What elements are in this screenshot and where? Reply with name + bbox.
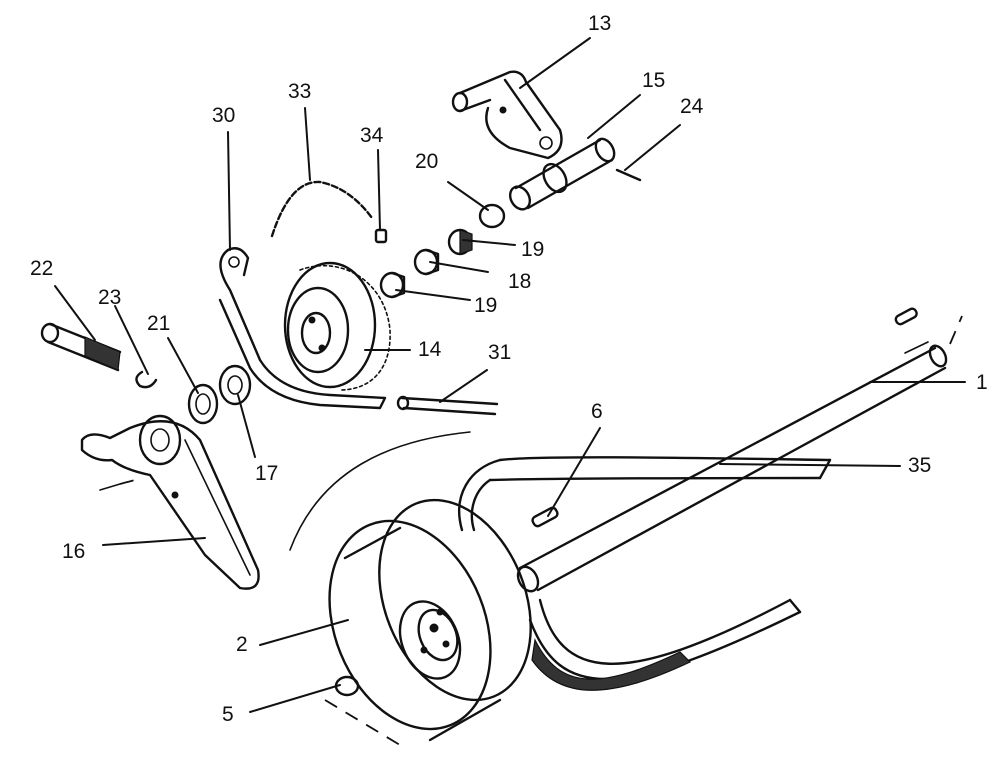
- callout-6: 6: [591, 400, 603, 423]
- spacer: [413, 248, 440, 276]
- deck-edge-curve: [289, 431, 471, 551]
- chain: [270, 180, 374, 238]
- callout-23: 23: [98, 286, 121, 309]
- callout-2: 2: [236, 633, 248, 656]
- callout-16: 16: [62, 540, 85, 563]
- spring: [40, 322, 122, 372]
- callout-1: 1: [976, 371, 988, 394]
- callout-22: 22: [30, 257, 53, 280]
- callout-31: 31: [488, 341, 511, 364]
- callout-14: 14: [418, 338, 442, 361]
- spring-hook: [135, 370, 158, 389]
- lock-washer: [218, 364, 252, 406]
- sprocket: [283, 261, 391, 391]
- wheel: [328, 498, 532, 742]
- callout-18: 18: [508, 270, 531, 293]
- callout-15: 15: [642, 69, 665, 92]
- pin-31: [396, 395, 499, 416]
- idler-arm: [80, 414, 260, 590]
- callout-35: 35: [908, 454, 931, 477]
- callout-13: 13: [588, 12, 611, 35]
- master-link: [374, 228, 388, 244]
- callout-20: 20: [415, 150, 438, 173]
- pivot-shaft: [508, 137, 616, 211]
- cotter-pin: [615, 168, 642, 182]
- callout-33: 33: [288, 80, 311, 103]
- callout-30: 30: [212, 104, 235, 127]
- pivot-bracket: [451, 70, 563, 160]
- callout-19-lower: 19: [474, 294, 497, 317]
- callout-17: 17: [255, 462, 278, 485]
- callout-21: 21: [147, 312, 170, 335]
- axle-shaft: [516, 307, 963, 593]
- callout-5: 5: [222, 703, 234, 726]
- key: [531, 506, 559, 528]
- deck-strap: [458, 456, 832, 691]
- washer-21: [187, 383, 219, 425]
- leader-lines: [54, 37, 966, 713]
- callout-34: 34: [360, 124, 384, 147]
- callout-24: 24: [680, 95, 704, 118]
- bushing-upper: [447, 228, 473, 256]
- callout-19-upper: 19: [521, 238, 544, 261]
- washer-20: [478, 203, 506, 229]
- bushing-lower: [379, 271, 406, 299]
- wheel-axis-dash: [324, 699, 406, 749]
